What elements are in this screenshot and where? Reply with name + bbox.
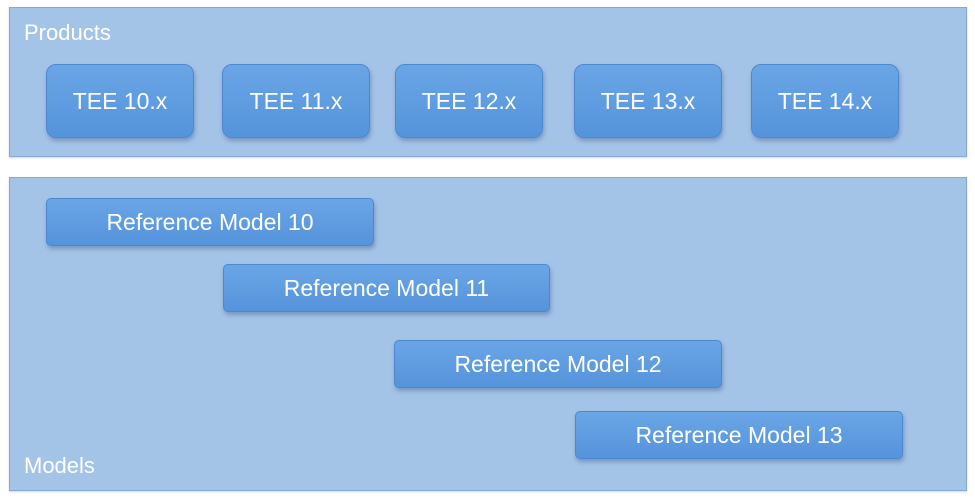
reference-model-10: Reference Model 10 xyxy=(46,198,374,246)
product-tee-14x: TEE 14.x xyxy=(751,64,899,138)
products-panel: Products TEE 10.x TEE 11.x TEE 12.x TEE … xyxy=(9,7,967,157)
product-tee-13x: TEE 13.x xyxy=(574,64,722,138)
product-tee-10x: TEE 10.x xyxy=(46,64,194,138)
product-tee-11x: TEE 11.x xyxy=(222,64,370,138)
models-label: Models xyxy=(24,453,95,478)
product-tee-12x: TEE 12.x xyxy=(395,64,543,138)
reference-model-12: Reference Model 12 xyxy=(394,340,722,388)
reference-model-13: Reference Model 13 xyxy=(575,411,903,459)
models-panel: Reference Model 10 Reference Model 11 Re… xyxy=(9,177,967,491)
products-label: Products xyxy=(24,20,111,45)
reference-model-11: Reference Model 11 xyxy=(223,264,550,312)
